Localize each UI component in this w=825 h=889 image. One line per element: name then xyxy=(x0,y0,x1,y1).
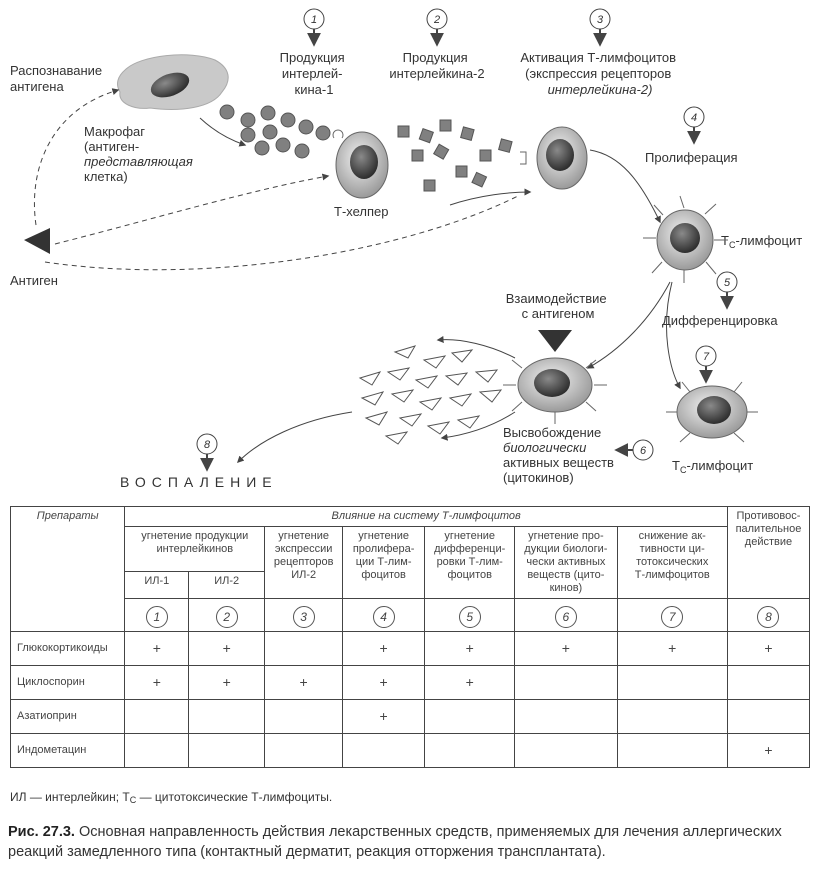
step-marker-1: 1 xyxy=(303,8,325,47)
step-label-3: Активация Т-лимфоцитов (экспрессия рецеп… xyxy=(520,50,679,97)
t-helper-cell xyxy=(332,129,389,199)
svg-text:3: 3 xyxy=(597,14,604,26)
table-row: Индометацин + xyxy=(9,733,811,768)
interleukin-2-molecules xyxy=(397,119,513,192)
step-marker-7: 7 xyxy=(695,345,717,384)
tc-cell-interaction xyxy=(503,357,607,424)
macrophage-cell xyxy=(117,54,229,110)
step-marker-3: 3 xyxy=(589,8,611,47)
svg-text:5: 5 xyxy=(724,277,731,289)
svg-text:1: 1 xyxy=(311,14,317,26)
immune-response-diagram: 1 2 3 4 5 6 7 8 Продукция интерлей- xyxy=(10,8,802,490)
activated-t-cell xyxy=(520,126,588,190)
table-row: Циклоспорин + + + + + xyxy=(9,665,811,700)
interaction-antigen-triangle xyxy=(538,330,572,352)
svg-text:8: 8 xyxy=(204,439,211,451)
number-row: 1 2 3 4 5 6 7 8 xyxy=(11,598,811,632)
figure-caption: Рис. 27.3. Основная направленность дейст… xyxy=(8,822,820,862)
header-influence: Влияние на систему Т-лимфоцитов xyxy=(124,506,728,527)
step-label-4: Пролиферация xyxy=(645,150,738,165)
antigen-triangle xyxy=(24,228,50,254)
legend: ИЛ — интерлейкин; ТС — цитотоксические Т… xyxy=(10,790,333,805)
t-helper-label: Т-хелпер xyxy=(334,204,389,219)
step-marker-6: 6 xyxy=(614,439,654,461)
interaction-label: Взаимодействие с антигеном xyxy=(506,291,611,321)
step-marker-5: 5 xyxy=(716,271,738,310)
tc-cell-differentiated xyxy=(666,381,758,443)
step-marker-8: 8 xyxy=(196,433,218,472)
tc-lymphocyte-label-1: ТC-лимфоцит xyxy=(721,233,802,250)
header-il1: ИЛ-1 xyxy=(124,570,190,600)
release-label: Высвобождение биологически активных веще… xyxy=(503,425,618,485)
caption-text: Основная направленность действия лекарст… xyxy=(8,824,782,860)
table-row: Азатиоприн + xyxy=(9,699,811,734)
step-label-2: Продукция интерлейкина-2 xyxy=(389,50,484,81)
header-bioactive: угнетение про-дукции биологи-чески актив… xyxy=(514,526,618,599)
inflammation-label: ВОСПАЛЕНИЕ xyxy=(120,474,278,490)
antigen-label: Антиген xyxy=(10,273,58,288)
interleukin-1-molecules xyxy=(219,104,331,159)
table-row: Глюкокортикоиды + + + + + + + xyxy=(9,631,811,666)
recognition-label: Распознавание антигена xyxy=(10,63,106,94)
macrophage-label: Макрофаг (антиген- представляющая клетка… xyxy=(84,124,196,184)
step-label-5: Дифференцировка xyxy=(662,313,778,328)
svg-text:4: 4 xyxy=(691,112,697,124)
step-marker-4: 4 xyxy=(683,106,705,145)
cytokine-molecules xyxy=(358,345,503,445)
svg-text:7: 7 xyxy=(703,351,710,363)
svg-text:2: 2 xyxy=(433,14,440,26)
svg-text:6: 6 xyxy=(640,445,647,457)
tc-cell-proliferation xyxy=(643,195,728,283)
header-drugs: Препараты xyxy=(9,506,126,632)
header-il2: ИЛ-2 xyxy=(188,570,266,600)
drugs-effects-table: Препараты Влияние на систему Т-лимфоцито… xyxy=(9,506,811,768)
step-label-1: Продукция интерлей- кина-1 xyxy=(280,50,349,97)
step-marker-2: 2 xyxy=(426,8,448,47)
caption-prefix: Рис. 27.3. xyxy=(8,824,75,840)
tc-lymphocyte-label-2: ТC-лимфоцит xyxy=(672,458,753,475)
